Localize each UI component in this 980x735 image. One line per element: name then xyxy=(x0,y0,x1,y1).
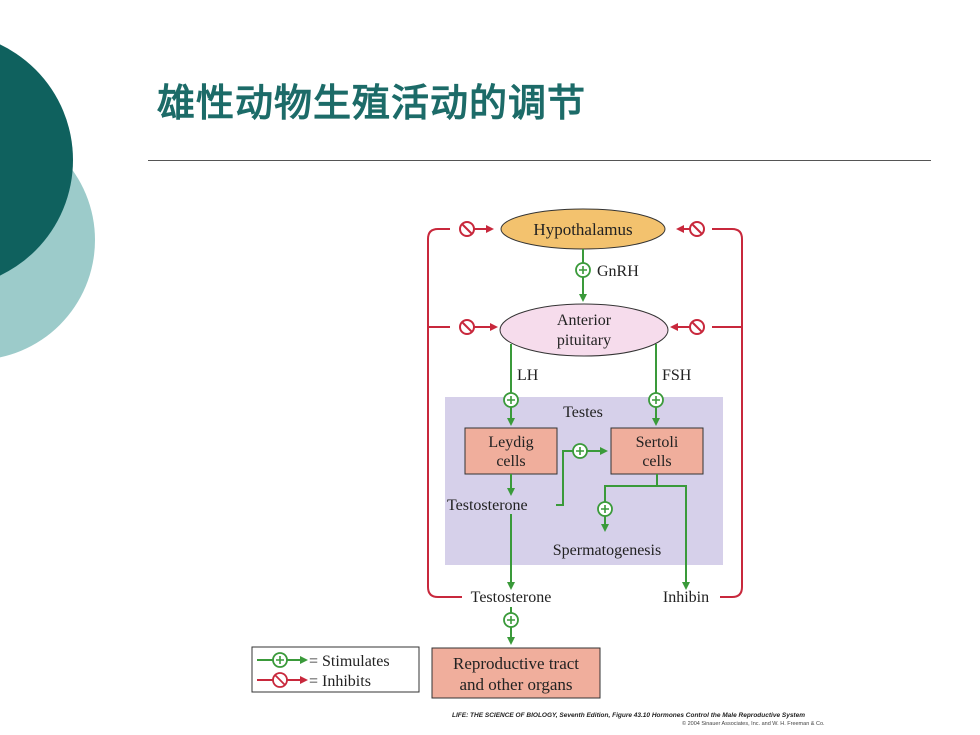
legend-inhibits-label: = Inhibits xyxy=(309,673,371,690)
gnrh-label: GnRH xyxy=(597,263,639,280)
testes-label: Testes xyxy=(563,404,603,421)
leydig-label-1: Leydig xyxy=(488,434,533,451)
stimulate-symbol xyxy=(503,612,519,628)
credit-line-1: LIFE: THE SCIENCE OF BIOLOGY, Seventh Ed… xyxy=(452,712,805,719)
legend-stimulates-label: = Stimulates xyxy=(309,653,390,670)
inhibit-symbol xyxy=(459,319,498,335)
stimulate-symbol xyxy=(648,392,664,408)
lh-label: LH xyxy=(517,367,539,384)
anterior-label-2: pituitary xyxy=(557,332,611,349)
testosterone-outer-label: Testosterone xyxy=(471,589,552,606)
repro-label-2: and other organs xyxy=(460,675,573,694)
inhibition-loops xyxy=(427,228,743,598)
title-divider xyxy=(148,160,931,161)
stimulate-symbol xyxy=(575,262,591,278)
legend-stimulate-symbol xyxy=(257,652,308,668)
sertoli-cells-box xyxy=(610,427,704,475)
legend-inhibit-symbol xyxy=(257,672,308,688)
stimulate-symbol xyxy=(597,501,613,517)
leydig-cells-box xyxy=(464,427,558,475)
slide-title: 雄性动物生殖活动的调节 xyxy=(157,81,587,125)
hypothalamus-label: Hypothalamus xyxy=(533,220,632,239)
inhibin-label: Inhibin xyxy=(663,589,709,606)
anterior-pituitary-node xyxy=(499,303,669,357)
leydig-label-2: cells xyxy=(496,453,525,470)
inhibit-symbol xyxy=(670,319,705,335)
sertoli-to-inhibin-arrow xyxy=(657,485,690,590)
testes-region xyxy=(445,397,723,565)
sertoli-label-2: cells xyxy=(642,453,671,470)
inhibit-symbol xyxy=(459,221,494,237)
stimulate-symbol xyxy=(572,443,588,459)
testosterone-inner-label: Testosterone xyxy=(447,497,528,514)
anterior-label-1: Anterior xyxy=(557,312,612,329)
sertoli-label-1: Sertoli xyxy=(636,434,679,451)
credit-line-2: © 2004 Sinauer Associates, Inc. and W. H… xyxy=(682,721,825,727)
decorative-circles xyxy=(0,44,95,358)
dark-teal-circle xyxy=(0,44,73,276)
inhibit-symbol xyxy=(676,221,705,237)
spermatogenesis-label: Spermatogenesis xyxy=(553,542,661,559)
reproductive-tract-box xyxy=(431,647,601,699)
repro-label-1: Reproductive tract xyxy=(453,654,579,673)
fsh-label: FSH xyxy=(662,367,692,384)
stimulate-symbol xyxy=(503,392,519,408)
